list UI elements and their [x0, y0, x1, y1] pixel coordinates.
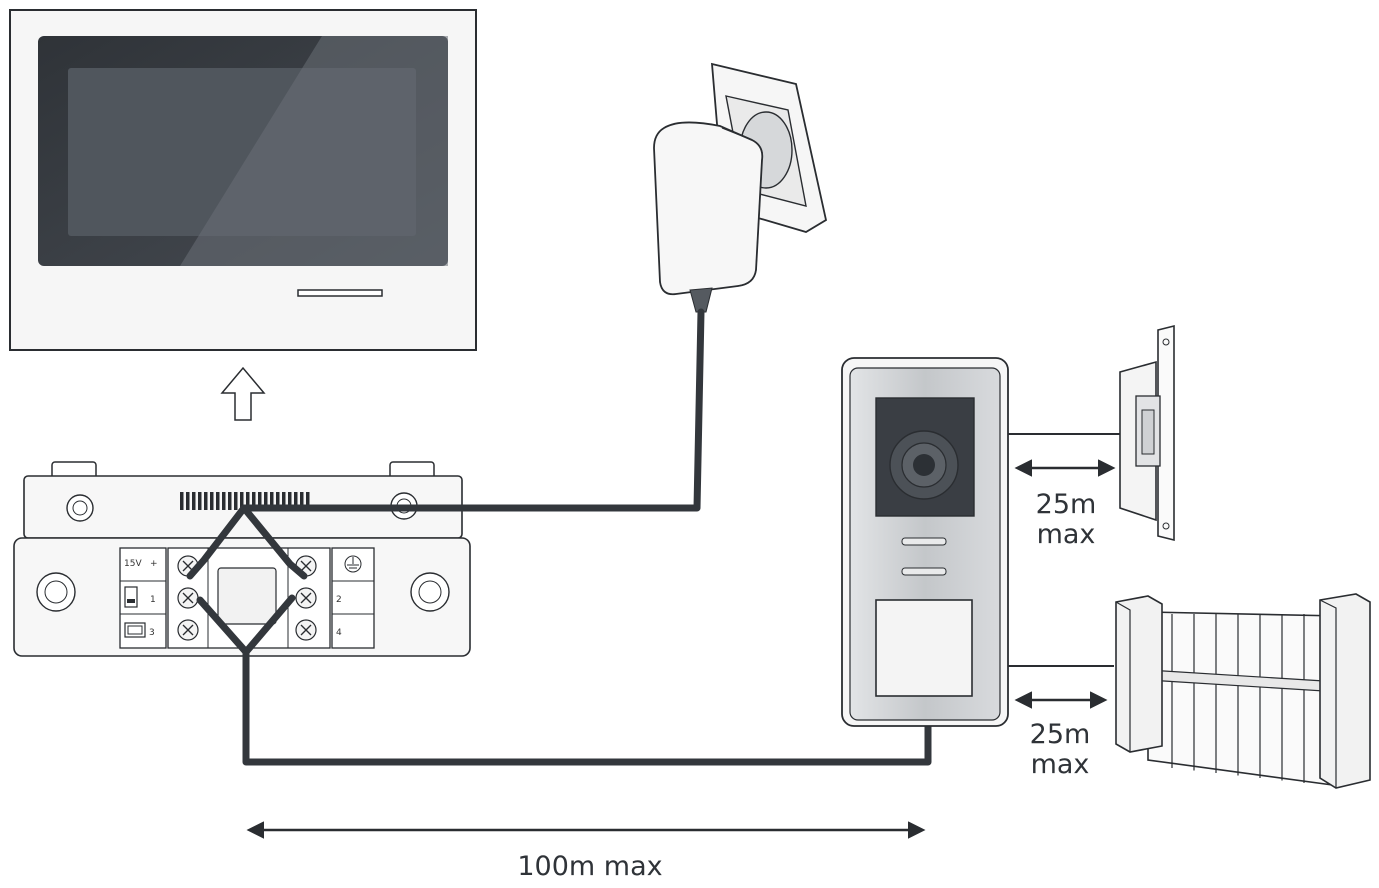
terminal-power-label: 15V [124, 559, 142, 569]
indoor-monitor [9, 9, 477, 351]
adapter-body [653, 121, 764, 296]
vent-slot [198, 492, 202, 510]
gate-distance-value: 25m [1029, 719, 1091, 750]
vent-slot [276, 492, 280, 510]
terminal-4-label: 4 [336, 628, 342, 638]
speaker-slot [901, 567, 947, 576]
call-button [875, 599, 973, 697]
terminal-screws [177, 555, 317, 641]
terminal-labels-right: 2 4 [331, 547, 375, 649]
electric-lock [1008, 324, 1175, 542]
vent-slot [282, 492, 286, 510]
cables [186, 308, 932, 766]
vent-slot [258, 492, 262, 510]
outdoor-station [841, 357, 1009, 727]
terminal-labels-left: 15V + 1 3 [119, 547, 167, 649]
vent-slot [210, 492, 214, 510]
vent-slot [186, 492, 190, 510]
mount-arrow-icon [220, 366, 266, 421]
vent-slot [204, 492, 208, 510]
lock-distance-unit: max [1036, 519, 1096, 550]
vent-slot [300, 492, 304, 510]
screw-icon [177, 587, 199, 609]
bus-cable [242, 648, 932, 766]
screen-reflection [180, 36, 448, 266]
vent-slot [228, 492, 232, 510]
terminal-2-label: 2 [336, 595, 342, 605]
vent-slot [180, 492, 184, 510]
screw-icon [295, 587, 317, 609]
gate-distance-unit: max [1030, 749, 1090, 780]
vent-slot [222, 492, 226, 510]
vent-slot [234, 492, 238, 510]
gate-bars [1171, 614, 1305, 783]
vent-slot [240, 492, 244, 510]
vent-slot [306, 492, 310, 510]
screw-icon [295, 619, 317, 641]
terminal-1-label: 1 [150, 595, 156, 605]
screw-icon [177, 619, 199, 641]
power-cable-branch [240, 504, 308, 580]
terminal-center-block [217, 567, 277, 625]
terminal-3-label: 3 [149, 628, 155, 638]
vent-slot [270, 492, 274, 510]
vent-slot [252, 492, 256, 510]
cable-distance-label: 100m max [517, 851, 663, 882]
power-adapter [653, 62, 828, 313]
gate [1008, 593, 1371, 789]
vent-slot [192, 492, 196, 510]
wall-bracket: 15V + 1 3 2 4 [13, 461, 471, 657]
vent-slot [246, 492, 250, 510]
vent-slot [294, 492, 298, 510]
terminal-plus-label: + [150, 559, 158, 569]
speaker-slot [901, 537, 947, 546]
vent-slot [288, 492, 292, 510]
vent-slot [216, 492, 220, 510]
lock-distance-value: 25m [1035, 489, 1097, 520]
vent-slots [180, 492, 310, 510]
monitor-indicator-bar [297, 289, 383, 297]
vent-slot [264, 492, 268, 510]
